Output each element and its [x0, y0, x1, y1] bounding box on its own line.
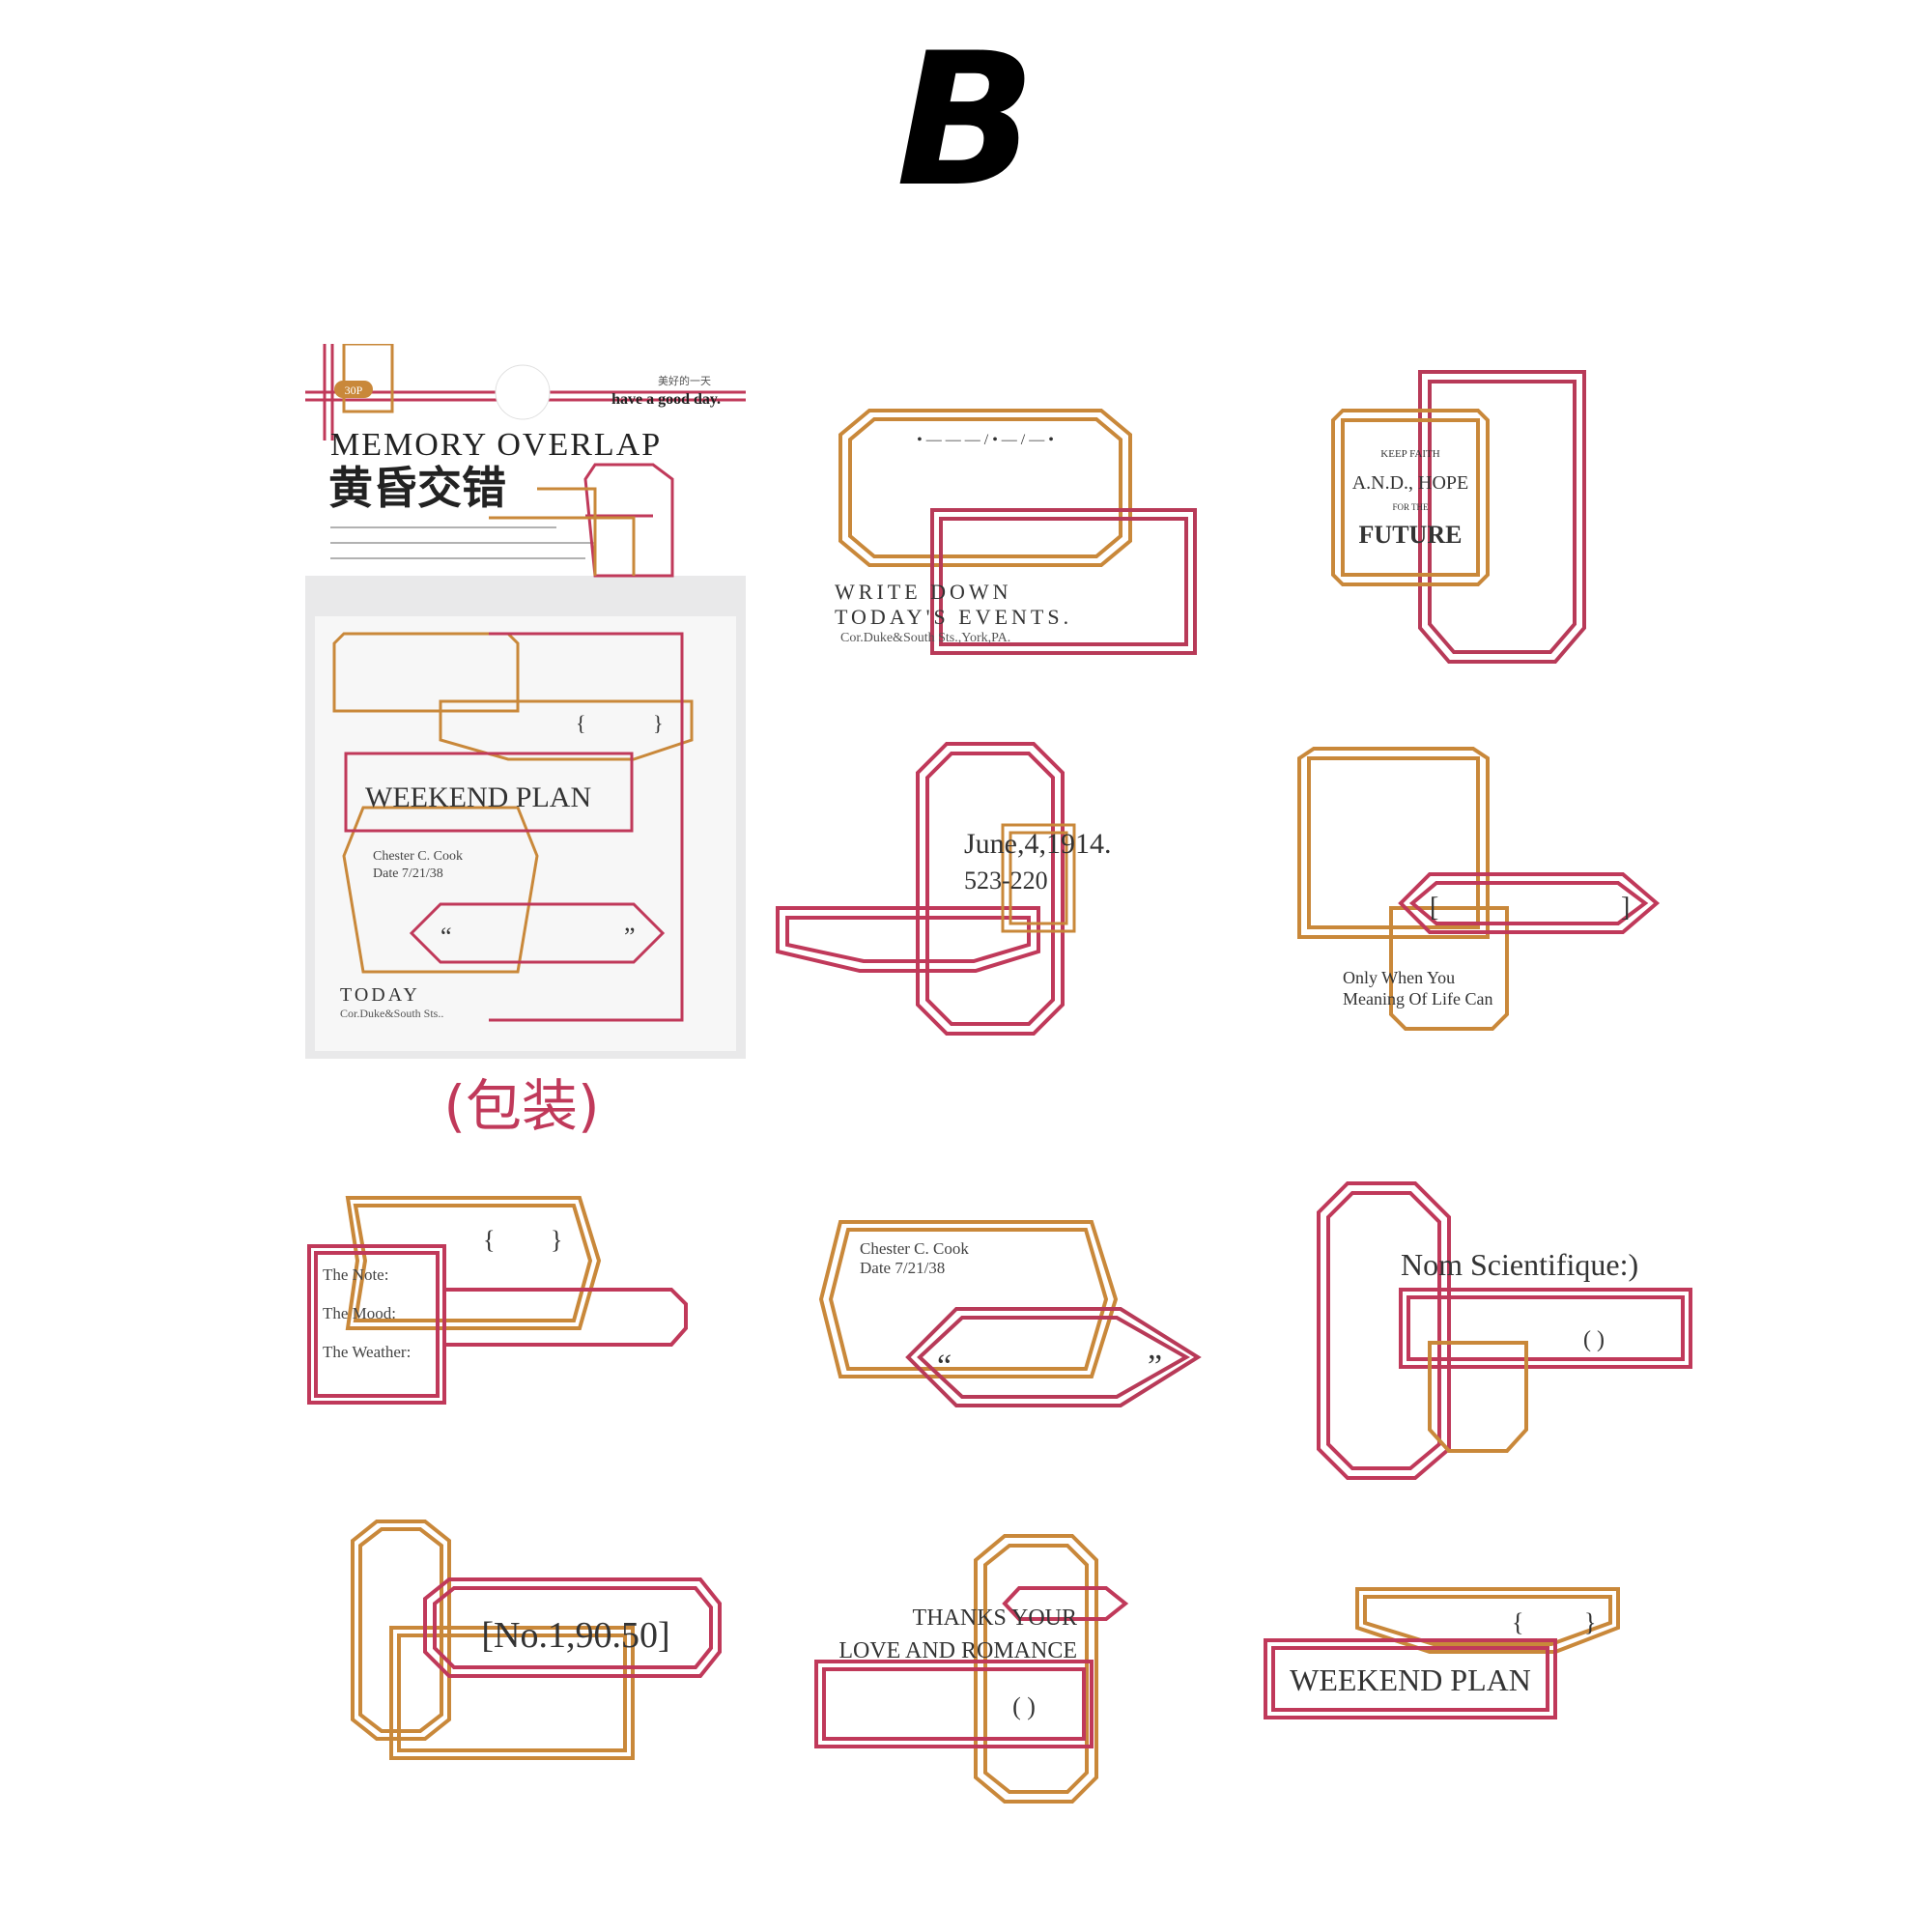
sticker-note-mood: { } The Note: The Mood: The Weather: [307, 1196, 688, 1405]
todays-events-text: TODAY'S EVENTS. [835, 605, 1072, 629]
nom-scientifique-text: Nom Scientifique:) [1401, 1247, 1638, 1282]
sticker-write-down: • — — — / • — / — • WRITE DOWN TODAY'S E… [835, 409, 1197, 655]
weekend-plan-text: WEEKEND PLAN [1290, 1662, 1531, 1697]
thanks-your-text: THANKS YOUR [913, 1605, 1077, 1631]
bracket-left: [ [1430, 893, 1438, 923]
brace-left-2: { [1512, 1608, 1523, 1636]
package-title-en: MEMORY OVERLAP [330, 427, 662, 463]
package-brace-left: { [576, 711, 586, 735]
package-close-quote: ” [624, 923, 636, 951]
brand-small: 美好的一天 [658, 374, 711, 387]
sticker-thanks: THANKS YOUR LOVE AND ROMANCE ( ) [814, 1534, 1129, 1804]
sticker-chester: Chester C. Cook Date 7/21/38 “ ” [818, 1220, 1202, 1407]
write-down-text: WRITE DOWN [835, 580, 1012, 604]
package-open-quote: “ [440, 923, 452, 951]
bracket-right: ] [1621, 893, 1630, 923]
package-title-cn: 黄昏交错 [328, 464, 506, 513]
package-today: TODAY [340, 984, 420, 1006]
note-label: The Note: [323, 1265, 388, 1284]
meaning-of-life-text: Meaning Of Life Can [1343, 989, 1492, 1009]
number-text: 523-220 [964, 867, 1048, 895]
sticker-nom-scientifique: Nom Scientifique:) ( ) [1317, 1181, 1692, 1480]
package-caption: (包装) [443, 1073, 600, 1139]
package-address: Cor.Duke&South Sts.. [340, 1007, 443, 1020]
count-badge-text: 30P [345, 384, 363, 397]
brace-right-2: } [1584, 1608, 1596, 1636]
package-illustration: 30P 美好的一天 have a good day. MEMORY OVERLA… [305, 344, 746, 1051]
package-chester-name: Chester C. Cook [373, 849, 463, 864]
chester-name: Chester C. Cook [860, 1239, 969, 1258]
number-label: [No.1,90.50] [481, 1615, 669, 1656]
brace-left: { [483, 1226, 495, 1254]
brand: have a good day. [611, 391, 721, 408]
for-the-text: FOR THE [1392, 502, 1429, 512]
paren-text: ( ) [1583, 1327, 1605, 1352]
love-romance-text: LOVE AND ROMANCE [838, 1638, 1077, 1663]
title-letter: B [895, 14, 1037, 227]
sticker-number: [No.1,90.50] [351, 1520, 722, 1760]
brace-right: } [551, 1226, 562, 1254]
package-weekend-label: WEEKEND PLAN [365, 781, 591, 813]
count-badge [334, 381, 373, 398]
sticker-keep-faith: KEEP FAITH A.N.D., HOPE FOR THE FUTURE [1331, 370, 1586, 664]
paren-text-2: ( ) [1012, 1692, 1036, 1720]
chester-date: Date 7/21/38 [860, 1259, 945, 1277]
june-date-text: June,4,1914. [964, 828, 1112, 860]
weather-label: The Weather: [323, 1343, 411, 1361]
keep-faith-text: KEEP FAITH [1380, 448, 1439, 460]
open-quote: “ [937, 1349, 952, 1384]
future-text: FUTURE [1359, 521, 1463, 549]
only-when-text: Only When You [1343, 968, 1455, 987]
mood-label: The Mood: [323, 1304, 396, 1322]
close-quote: ” [1148, 1349, 1162, 1384]
sticker-weekend-plan: { } WEEKEND PLAN [1264, 1587, 1620, 1719]
sticker-only-when: [ ] Only When You Meaning Of Life Can [1297, 747, 1661, 1031]
package-brace-right: } [653, 711, 664, 735]
morse-dots: • — — — / • — / — • [917, 432, 1054, 448]
and-hope-text: A.N.D., HOPE [1352, 472, 1469, 494]
sticker-june: June,4,1914. 523-220 [776, 742, 1112, 1036]
package-chester-date: Date 7/21/38 [373, 867, 443, 881]
address-text: Cor.Duke&South Sts.,York,PA. [840, 631, 1010, 645]
